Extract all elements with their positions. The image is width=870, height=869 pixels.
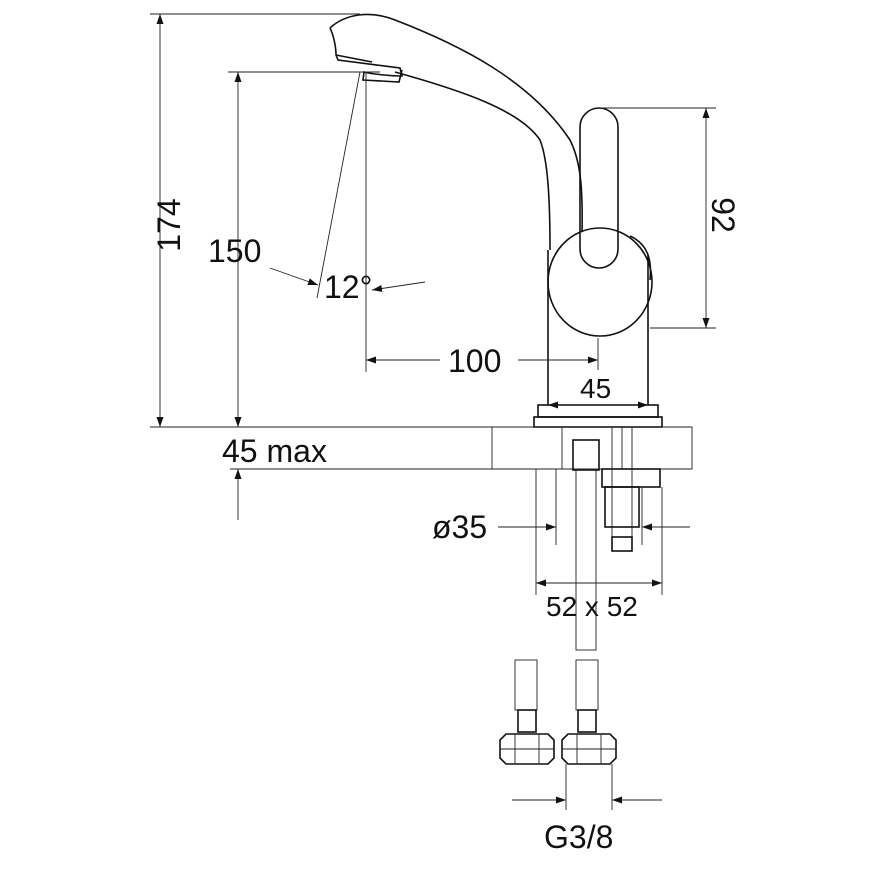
dimension-thread-label: G3/8 — [544, 819, 613, 855]
dimension-diameter: ø35 — [432, 469, 690, 545]
dimension-92: 92 — [600, 107, 741, 329]
dimension-92-label: 92 — [705, 197, 741, 233]
dimension-45-max-label: 45 max — [222, 433, 327, 469]
dimension-angle-label: 12° — [324, 269, 372, 305]
dimension-100: 100 — [366, 338, 599, 379]
dimension-angle: 12° — [269, 71, 426, 372]
dimension-174-label: 174 — [151, 198, 187, 251]
dimension-thread: G3/8 — [512, 764, 662, 855]
dimension-174: 174 — [150, 13, 360, 427]
supply-hoses — [499, 426, 640, 765]
dimension-52x52: 52 x 52 — [535, 469, 663, 622]
dimension-45-max: 45 max — [222, 433, 327, 520]
dimension-100-label: 100 — [448, 343, 501, 379]
dimension-diameter-label: ø35 — [432, 509, 487, 545]
faucet-body — [329, 13, 663, 428]
dimension-45: 45 — [548, 373, 648, 409]
dimension-150: 150 — [208, 71, 380, 427]
dimension-45-label: 45 — [580, 373, 611, 404]
dimension-52x52-label: 52 x 52 — [546, 591, 638, 622]
dimension-150-label: 150 — [208, 233, 261, 269]
